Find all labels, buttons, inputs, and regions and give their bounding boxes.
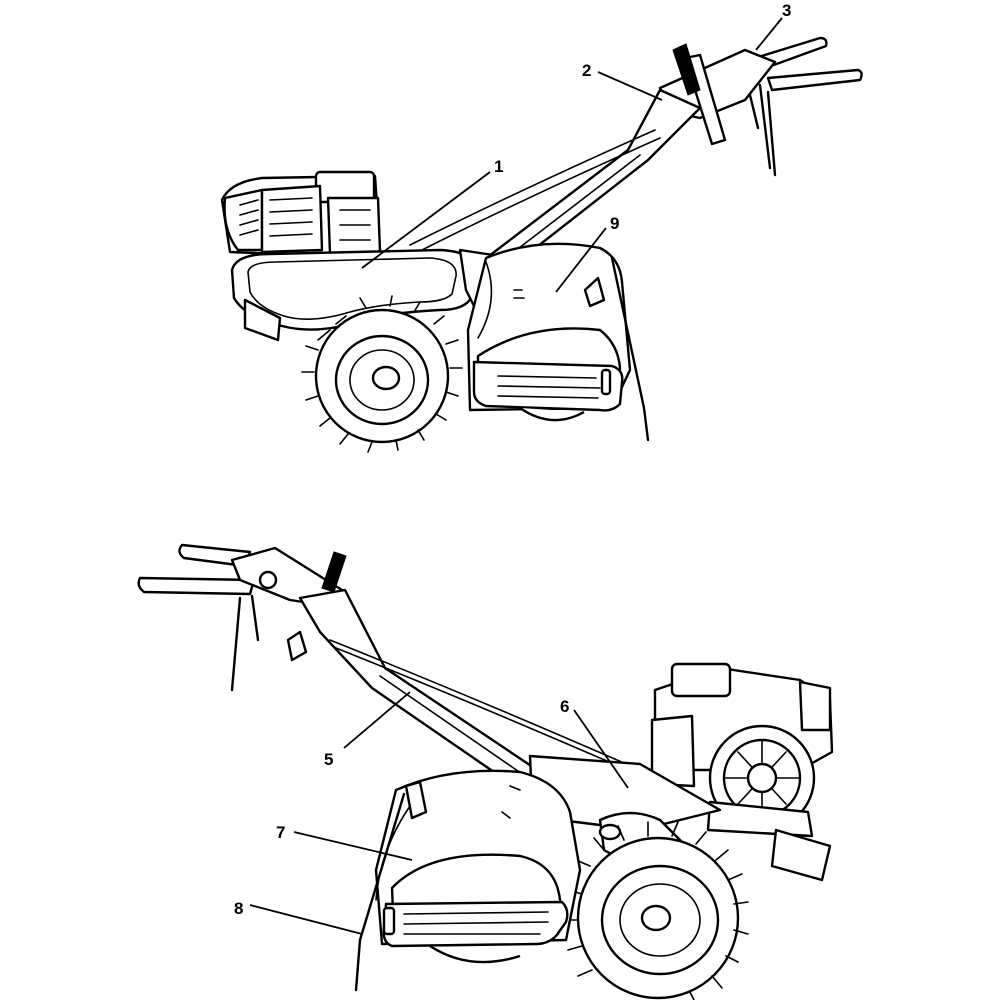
callout-labels: 1 2 3 9 5 6 7 8 <box>234 1 791 918</box>
leader-2 <box>597 71 663 101</box>
tiller-top-view <box>220 36 863 453</box>
control-cables <box>409 129 661 253</box>
engine <box>220 170 382 258</box>
control-cables-bottom <box>329 639 647 779</box>
callout-9: 8 <box>234 899 243 918</box>
callout-7: 7 <box>276 823 285 842</box>
leader-lines <box>249 17 783 935</box>
leader-3 <box>755 17 783 51</box>
speed-lever <box>672 43 727 146</box>
callout-1: 1 <box>494 157 503 176</box>
drive-wheel-bottom <box>563 821 749 1000</box>
leader-1 <box>361 171 491 269</box>
engine-bottom <box>650 662 834 838</box>
drive-wheel <box>301 295 463 453</box>
callout-6: 6 <box>560 697 569 716</box>
leader-7 <box>293 831 413 861</box>
tiller-bottom-view <box>137 543 834 1000</box>
callout-3: 3 <box>782 1 791 20</box>
leader-5 <box>343 691 411 749</box>
tine-hood-bottom <box>354 769 582 992</box>
callout-2: 2 <box>582 61 591 80</box>
leader-9 <box>249 904 363 935</box>
callout-8: 9 <box>610 214 619 233</box>
tine-hood <box>466 242 650 442</box>
leader-8 <box>555 227 607 293</box>
leader-6 <box>573 709 629 789</box>
callout-5: 5 <box>324 750 333 769</box>
speed-lever-bottom <box>321 551 347 593</box>
